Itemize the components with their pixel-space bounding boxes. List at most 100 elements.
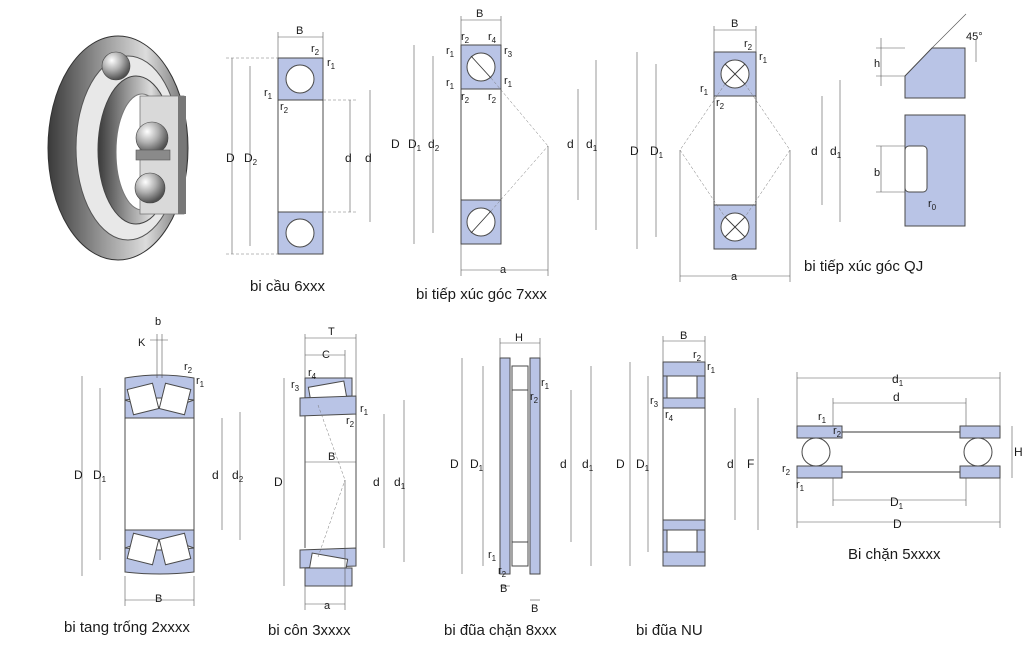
label-r2b-6xxx: r2 — [280, 101, 289, 115]
label-r1-nu: r1 — [707, 361, 716, 375]
label-d2-6xxx: d — [365, 151, 372, 165]
label-H-8xxx: H — [515, 332, 523, 344]
label-D1-2xxxx: D1 — [93, 468, 107, 484]
label-r1b-5xxxx: r1 — [796, 479, 805, 493]
caption-spherical-2xxxx: bi tang trống 2xxxx — [64, 619, 190, 636]
label-r1b-7xxx: r1 — [446, 77, 455, 91]
label-B-8xxx: B — [500, 583, 507, 595]
label-r1b-8xxx: r1 — [488, 549, 497, 563]
label-d-qj: d — [811, 144, 818, 158]
label-r2-3xxxx: r2 — [346, 415, 355, 429]
label-d2-2xxxx: d2 — [232, 468, 244, 484]
label-r2-qj: r2 — [744, 38, 753, 52]
label-r4-3xxxx: r4 — [308, 367, 317, 381]
label-r2b-5xxxx: r2 — [782, 463, 791, 477]
label-d-5xxxx: d — [893, 390, 900, 404]
label-B-nu: B — [680, 330, 687, 342]
label-b-qj: b — [874, 167, 880, 179]
label-d-6xxx: d — [345, 151, 352, 165]
thrust-ball-5xxxx-drawing — [796, 372, 1013, 528]
label-B-6xxx: B — [296, 25, 303, 37]
caption-angular-7xxx: bi tiếp xúc góc 7xxx — [416, 286, 547, 303]
label-d-7xxx: d — [567, 137, 574, 151]
label-r1-7xxx: r1 — [446, 45, 455, 59]
label-r2-2xxxx: r2 — [184, 361, 193, 375]
label-H-5xxxx: H — [1014, 445, 1023, 459]
label-r4-7xxx: r4 — [488, 31, 497, 45]
label-r2-5xxxx: r2 — [833, 425, 842, 439]
label-d1-5xxxx: d1 — [892, 372, 904, 388]
label-d1-3xxxx: d1 — [394, 475, 406, 491]
taper-roller-3xxxx-drawing — [283, 334, 405, 610]
label-r2-6xxx: r2 — [311, 43, 320, 57]
caption-roller-nu: bi đũa NU — [636, 622, 703, 639]
label-r1-3xxxx: r1 — [360, 403, 369, 417]
label-D-7xxx: D — [391, 137, 400, 151]
label-r1-8xxx: r1 — [541, 377, 550, 391]
label-d1-8xxx: d1 — [582, 457, 594, 473]
roller-nu-drawing — [629, 336, 759, 567]
label-F-nu: F — [747, 457, 754, 471]
label-D1-8xxx: D1 — [470, 457, 484, 473]
label-d-8xxx: d — [560, 457, 567, 471]
label-C-3xxxx: C — [322, 349, 330, 361]
label-B-qj: B — [731, 18, 738, 30]
label-r1-6xxx: r1 — [327, 57, 336, 71]
label-r1b-6xxx: r1 — [264, 87, 273, 101]
angular-contact-qj-drawing — [636, 26, 841, 282]
label-B-3xxxx: B — [328, 451, 335, 463]
label-r2-7xxx: r2 — [461, 31, 470, 45]
label-D-qj: D — [630, 144, 639, 158]
label-D-2xxxx: D — [74, 468, 83, 482]
ball-bearing-6xxx-drawing — [226, 32, 371, 255]
label-d1-7xxx: d1 — [586, 137, 598, 153]
label-r3-nu: r3 — [650, 395, 659, 409]
caption-ball-6xxx: bi cầu 6xxx — [250, 278, 326, 295]
label-r2c-7xxx: r2 — [488, 91, 497, 105]
label-a-3xxxx: a — [324, 600, 331, 612]
label-D1-7xxx: D1 — [408, 137, 422, 153]
label-angle-qj: 45° — [966, 31, 983, 43]
label-d-2xxxx: d — [212, 468, 219, 482]
label-r2b-8xxx: r2 — [498, 565, 507, 579]
label-r1-qj: r1 — [759, 51, 768, 65]
label-r1-5xxxx: r1 — [818, 411, 827, 425]
label-b-2xxxx: b — [155, 316, 161, 328]
label-D1-qj: D1 — [650, 144, 664, 160]
label-a-7xxx: a — [500, 264, 507, 276]
label-K-2xxxx: K — [138, 337, 146, 349]
label-D1-nu: D1 — [636, 457, 650, 473]
label-r4-nu: r4 — [665, 409, 674, 423]
caption-thrust-roller-8xxx: bi đũa chặn 8xxx — [444, 622, 557, 639]
thrust-roller-8xxx-drawing — [461, 338, 592, 601]
label-D-5xxxx: D — [893, 517, 902, 531]
label-d1-qj: d1 — [830, 144, 842, 160]
label-d2-7xxx: d2 — [428, 137, 440, 153]
label-a-qj: a — [731, 271, 738, 283]
label-d-3xxxx: d — [373, 475, 380, 489]
label-r3-7xxx: r3 — [504, 45, 513, 59]
label-D1-5xxxx: D1 — [890, 495, 904, 511]
label-D-nu: D — [616, 457, 625, 471]
angular-contact-7xxx-drawing — [413, 16, 597, 276]
bearing-photo-icon — [47, 35, 189, 261]
caption-taper-3xxxx: bi côn 3xxxx — [268, 622, 351, 639]
label-r1b-qj: r1 — [700, 83, 709, 97]
qj-detail-drawing — [876, 13, 977, 227]
label-T-3xxxx: T — [328, 326, 335, 338]
label-r1-2xxxx: r1 — [196, 375, 205, 389]
label-h-qj: h — [874, 58, 880, 70]
label-D2-6xxx: D2 — [244, 151, 258, 167]
caption-thrust-ball-5xxxx: Bi chặn 5xxxx — [848, 546, 941, 563]
label-d-nu: d — [727, 457, 734, 471]
spherical-roller-2xxxx-drawing — [81, 334, 241, 606]
label-r2-8xxx: r2 — [530, 391, 539, 405]
label-r1c-7xxx: r1 — [504, 75, 513, 89]
label-D-8xxx: D — [450, 457, 459, 471]
label-r2b-qj: r2 — [716, 97, 725, 111]
label-D-3xxxx: D — [274, 475, 283, 489]
label-r2b-7xxx: r2 — [461, 91, 470, 105]
label-B-2xxxx: B — [155, 593, 162, 605]
caption-angular-qj: bi tiếp xúc góc QJ — [804, 258, 923, 275]
